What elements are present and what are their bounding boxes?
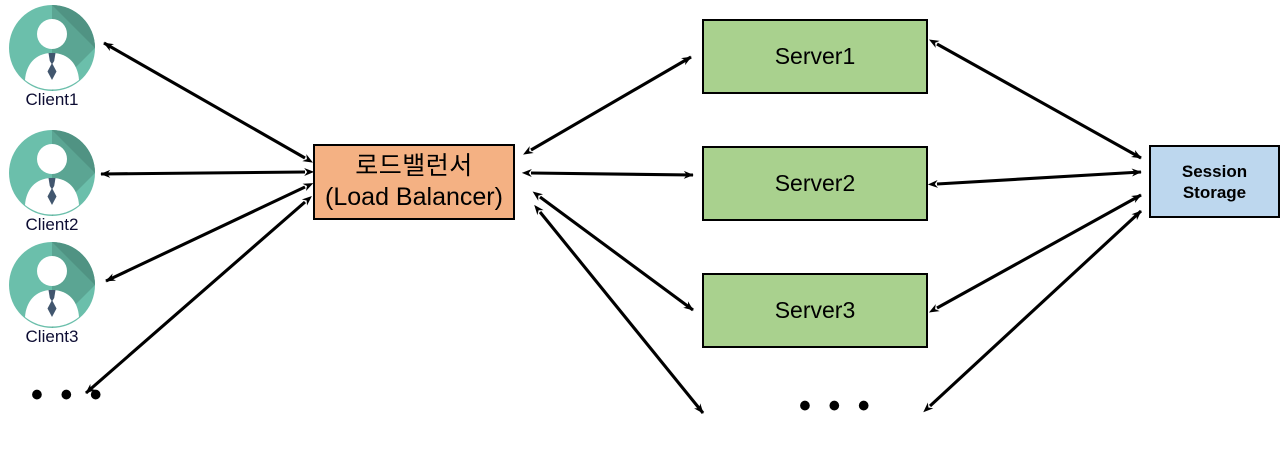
session-storage-box[interactable]: Session Storage [1149,145,1280,218]
server-box-server3[interactable]: Server3 [702,273,928,348]
user-avatar-icon [8,241,96,329]
server-box-server1[interactable]: Server1 [702,19,928,94]
load-balancer-label-ko: 로드밸런서 [355,152,473,180]
server-label: Server3 [774,297,856,323]
client-node-client1[interactable]: Client1 [4,4,100,110]
arrow-server-ellipsis-storage [923,209,1143,413]
arrow-lb-client-ellipsis [84,195,312,395]
client-ellipsis: • • • [31,376,106,414]
load-balancer-box[interactable]: 로드밸런서 (Load Balancer) [313,144,515,220]
server-label: Server1 [774,43,856,69]
arrow-lb-server2 [521,169,694,179]
arrow-lb-server-ellipsis [534,204,705,414]
client-node-client3[interactable]: Client3 [4,241,100,347]
client-label: Client2 [25,215,79,234]
client-label: Client1 [25,90,79,109]
user-avatar-icon [8,4,96,92]
client-node-client2[interactable]: Client2 [4,129,100,235]
server-label: Server2 [774,170,856,196]
arrow-server1-storage [928,39,1142,160]
session-storage-label-line1: Session [1181,161,1248,181]
arrow-lb-client3 [105,183,314,283]
load-balancer-label-en: (Load Balancer) [325,183,503,211]
arrow-lb-server3 [532,191,694,312]
arrow-server3-storage [928,193,1142,313]
server-ellipsis: • • • [799,387,874,425]
server-box-server2[interactable]: Server2 [702,146,928,221]
arrow-lb-client2 [100,168,315,178]
session-storage-label-line2: Storage [1182,182,1247,202]
arrow-lb-server1 [523,55,692,155]
user-avatar-icon [8,129,96,217]
client-label: Client3 [25,327,79,346]
arrow-server2-storage [927,168,1142,188]
arrow-lb-client1 [103,41,313,163]
